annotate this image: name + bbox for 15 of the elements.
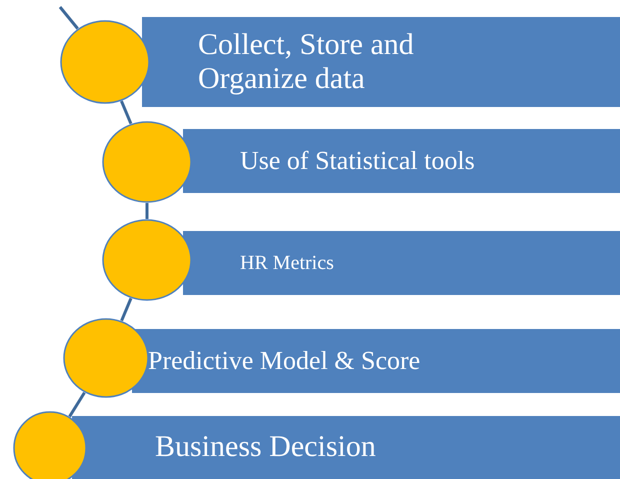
connector-line	[120, 100, 132, 124]
process-bar	[72, 416, 620, 479]
step-label: Collect, Store and Organize data	[198, 28, 415, 96]
step-label: Business Decision	[155, 430, 376, 465]
connector-line	[146, 203, 148, 219]
process-bar	[183, 129, 620, 193]
process-bar	[183, 231, 620, 295]
step-label: HR Metrics	[240, 252, 334, 274]
connector-line	[120, 298, 132, 322]
step-label: Use of Statistical tools	[240, 146, 475, 176]
step-label: Predictive Model & Score	[148, 346, 420, 376]
process-bar	[132, 329, 620, 393]
process-bar	[142, 17, 620, 107]
connector-line	[58, 6, 79, 30]
connector-line	[68, 392, 86, 418]
